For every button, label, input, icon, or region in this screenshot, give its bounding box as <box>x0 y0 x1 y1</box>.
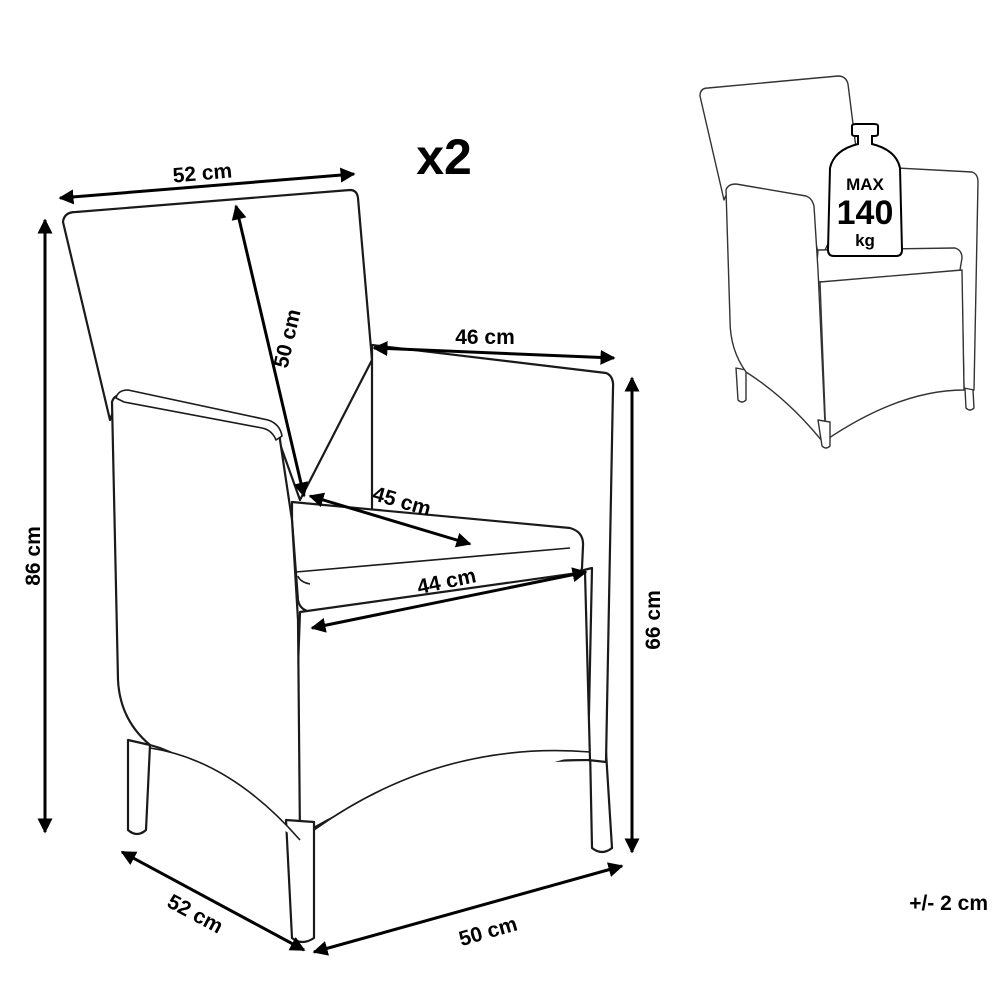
label-base-depth: 52 cm <box>163 890 226 938</box>
weight-icon <box>826 123 904 257</box>
chair-front-frame <box>290 570 592 837</box>
tolerance-note: +/- 2 cm <box>909 892 988 915</box>
thumbnail-chair <box>699 75 979 449</box>
max-load-value: 140 <box>837 194 894 232</box>
max-load-top: MAX <box>846 175 884 194</box>
label-arm-depth: 46 cm <box>455 326 515 349</box>
dimension-labels: 52 cm 50 cm 46 cm 45 cm 44 cm 86 cm 66 c… <box>22 159 665 951</box>
thumb-front-leg <box>817 419 831 449</box>
main-chair-drawing <box>61 188 615 944</box>
dimension-lines <box>37 167 640 956</box>
dim-line-base-depth <box>120 850 306 952</box>
max-load-unit: kg <box>855 231 875 250</box>
thumb-back-leg-left <box>735 367 747 403</box>
side-skirt-arc <box>313 749 591 831</box>
label-seat-height: 66 cm <box>642 590 665 650</box>
max-load-badge: MAX 140 kg <box>826 123 904 257</box>
dim-line-seat-width <box>310 567 588 633</box>
back-right-leg <box>588 746 614 854</box>
quantity-label: x2 <box>416 129 472 185</box>
dim-line-back-width <box>58 167 356 205</box>
label-base-width: 50 cm <box>456 912 520 951</box>
front-skirt-arc <box>149 747 301 841</box>
dim-line-arm-depth <box>372 341 616 365</box>
label-back-width: 52 cm <box>172 159 233 187</box>
thumb-left-arm-panel <box>725 183 827 447</box>
label-total-height: 86 cm <box>22 526 45 586</box>
dim-line-base-width <box>312 862 624 956</box>
thumb-front-frame <box>819 269 965 441</box>
dim-line-backrest-height <box>231 204 309 498</box>
front-left-leg <box>284 818 316 944</box>
dim-line-seat-depth <box>308 492 472 548</box>
back-left-leg <box>126 738 152 836</box>
